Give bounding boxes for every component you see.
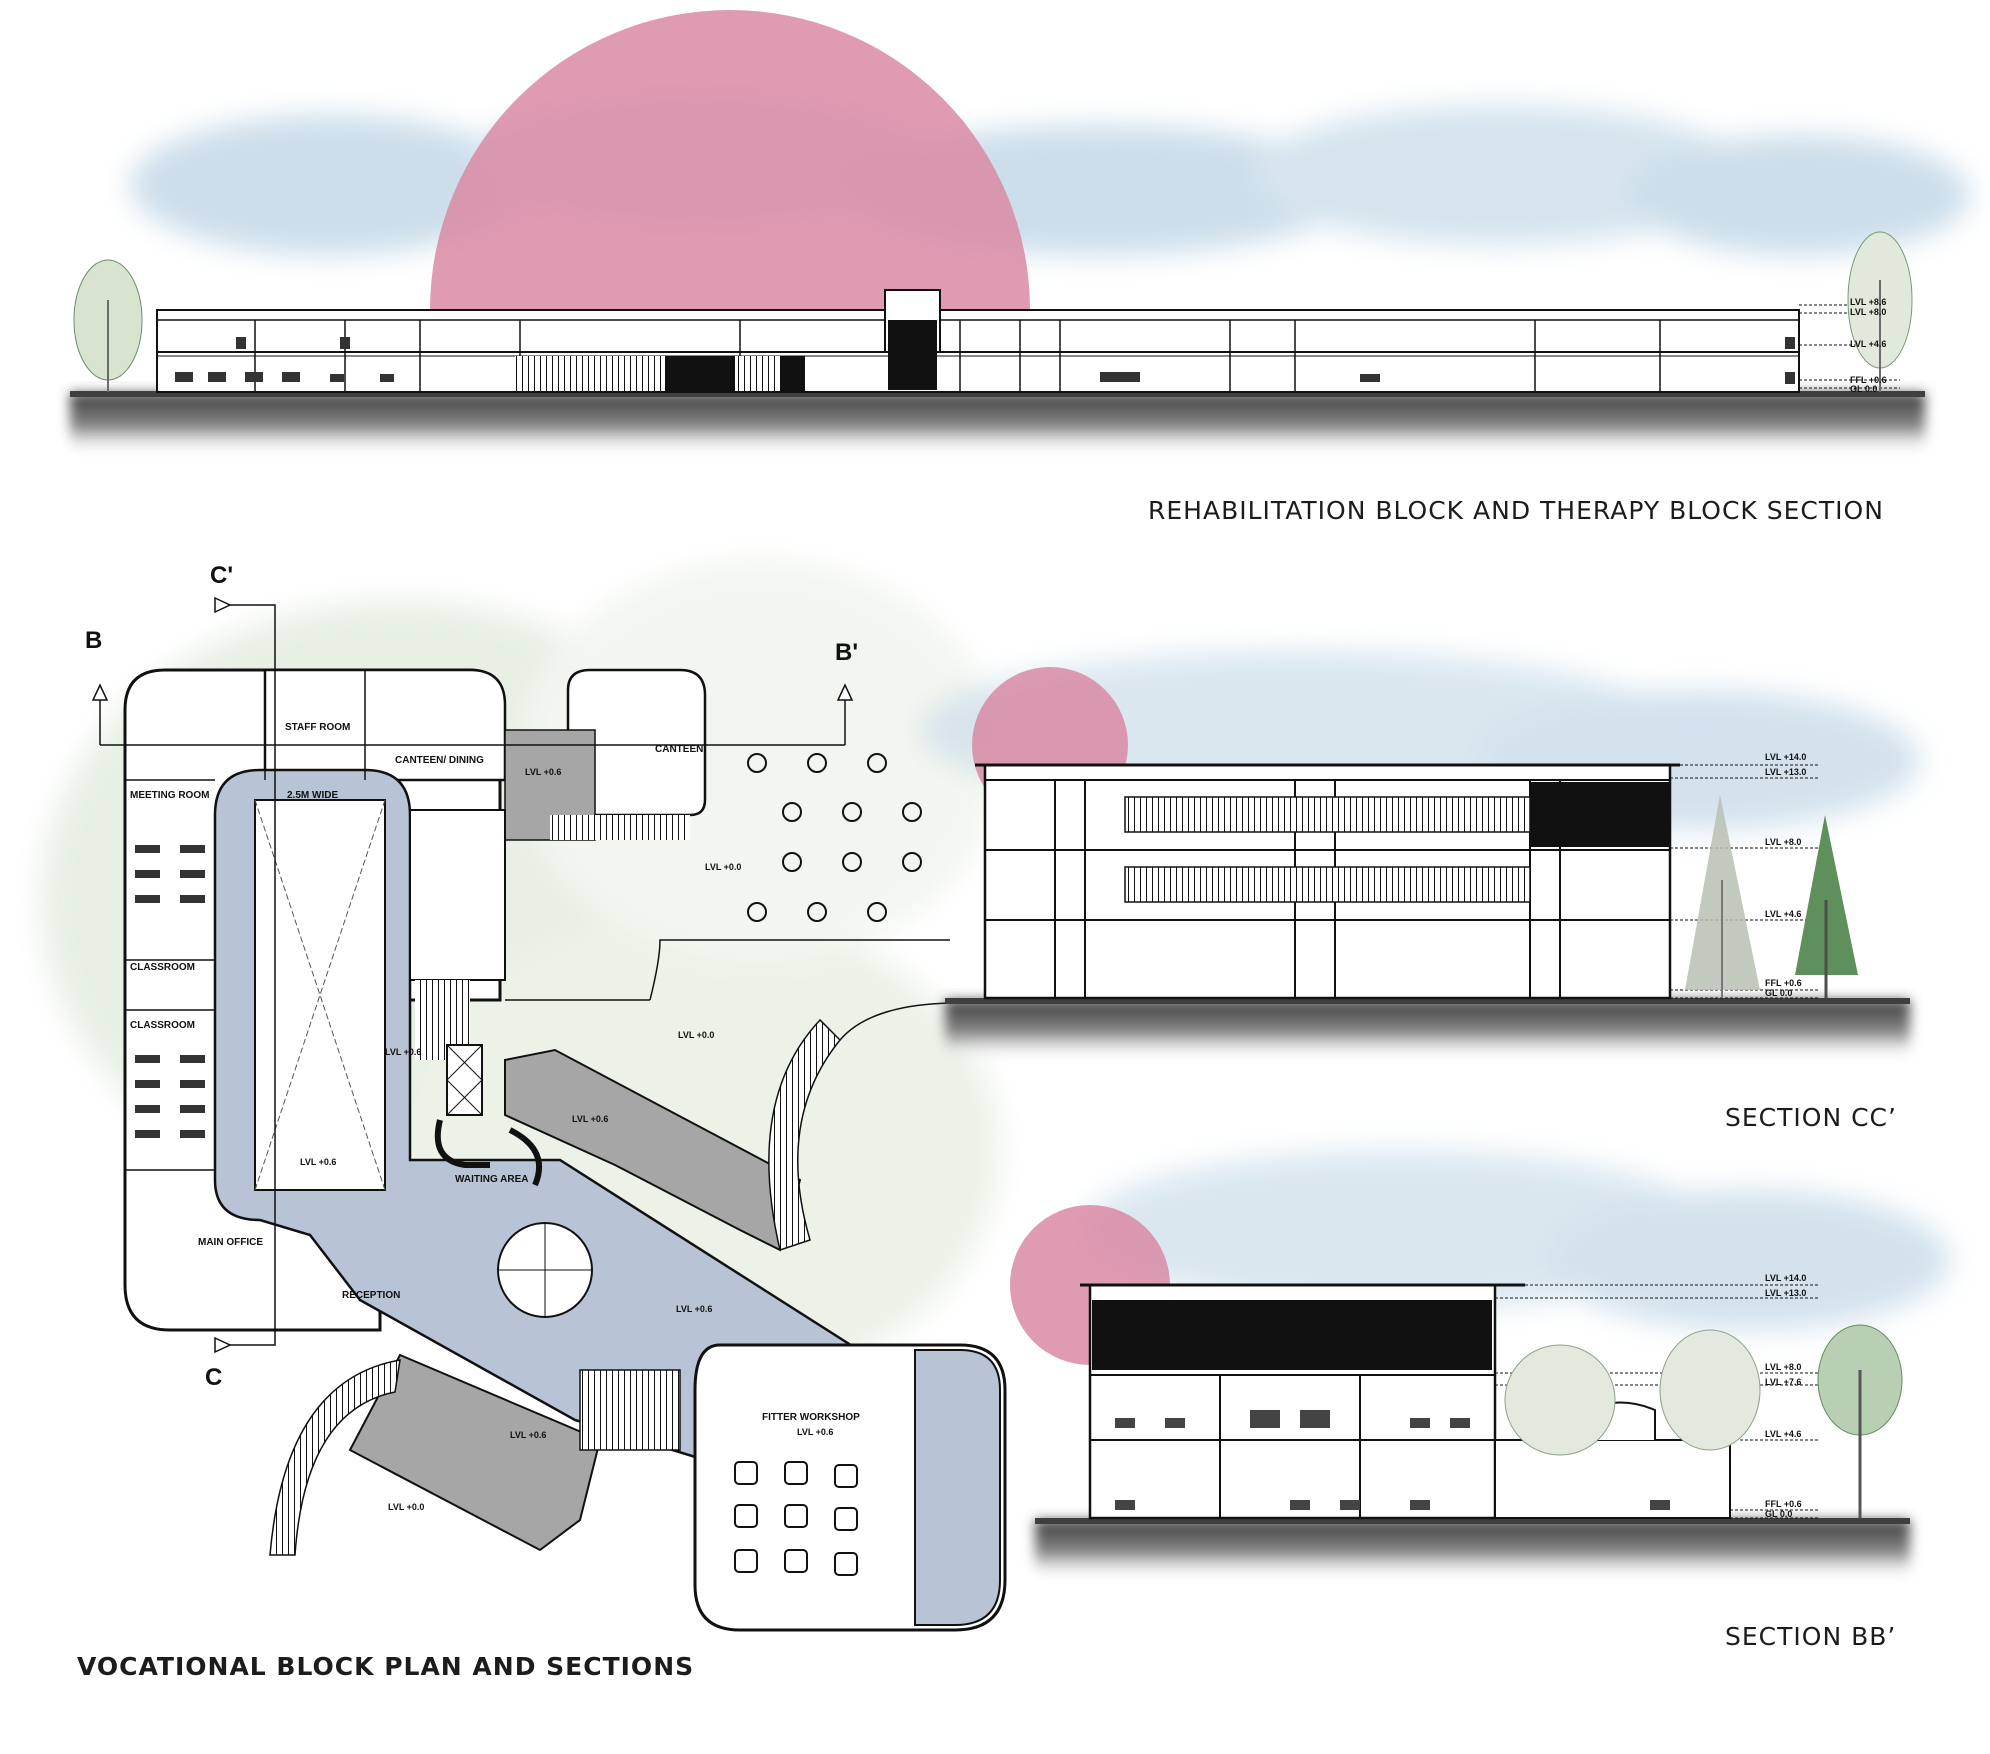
top-level-3: LVL +4.6 (1850, 339, 1886, 349)
vocational-block-plan (40, 560, 1007, 1632)
top-level-5: GL 0.0 (1850, 384, 1877, 394)
outdoor-tables (747, 753, 922, 922)
room-corridor: 2.5M WIDE (287, 790, 338, 801)
room-classroom-2: CLASSROOM (130, 1020, 195, 1031)
top-level-4: FFL +0.6 (1850, 375, 1887, 385)
plan-level-ramp: LVL +0.6 (572, 1114, 608, 1124)
plan-level-canteen: LVL +0.6 (525, 767, 561, 777)
room-staff: STAFF ROOM (285, 722, 350, 733)
section-bb-title: SECTION BB’ (1725, 1622, 1897, 1651)
top-section-drawing (70, 10, 1970, 455)
curved-stair-lower (269, 1359, 401, 1556)
cc-level-5: FFL +0.6 (1765, 978, 1802, 988)
plan-level-ground: LVL +0.0 (388, 1502, 424, 1512)
room-meeting: MEETING ROOM (130, 790, 209, 801)
louvers (515, 356, 780, 391)
cc-trees (1685, 795, 1858, 998)
room-classroom-1: CLASSROOM (130, 962, 195, 973)
bb-trees (1504, 1324, 1903, 1518)
cc-level-4: LVL +4.6 (1765, 909, 1801, 919)
top-level-2: LVL +8.0 (1850, 307, 1886, 317)
section-bb-drawing (1010, 1150, 1950, 1580)
room-main-office: MAIN OFFICE (198, 1237, 263, 1248)
section-cc-drawing (920, 650, 1920, 1060)
cc-level-3: LVL +8.0 (1765, 837, 1801, 847)
plan-level-lower-ramp: LVL +0.6 (510, 1430, 546, 1440)
marker-c-prime: C' (210, 562, 233, 589)
bb-level-6: FFL +0.6 (1765, 1499, 1802, 1509)
cc-level-6: GL 0.0 (1765, 988, 1792, 998)
room-fitter: FITTER WORKSHOP (762, 1412, 860, 1423)
cc-level-1: LVL +14.0 (1765, 752, 1806, 762)
bb-level-3: LVL +8.0 (1765, 1362, 1801, 1372)
tree-left (73, 259, 143, 392)
room-canteen-dining: CANTEEN/ DINING (395, 755, 484, 766)
room-reception: RECEPTION (342, 1290, 400, 1301)
bb-level-7: GL 0.0 (1765, 1509, 1792, 1519)
marker-b-prime: B' (835, 639, 858, 666)
plan-level-dining: LVL +0.0 (705, 862, 741, 872)
plan-level-outer: LVL +0.0 (678, 1030, 714, 1040)
sky-wash (130, 95, 1970, 255)
sun-disc (430, 10, 1030, 310)
curved-stair-upper (768, 1018, 842, 1251)
plan-level-hall: LVL +0.6 (676, 1304, 712, 1314)
section-cc-title: SECTION CC’ (1725, 1103, 1897, 1132)
tree-right (1847, 231, 1913, 392)
top-section-title: REHABILITATION BLOCK AND THERAPY BLOCK S… (1148, 496, 1884, 525)
top-level-1: LVL +8.6 (1850, 297, 1886, 307)
plan-title: VOCATIONAL BLOCK PLAN AND SECTIONS (77, 1652, 695, 1681)
marker-c: C (205, 1364, 222, 1391)
upper-ramp (504, 1048, 802, 1252)
room-canteen: CANTEEN (655, 744, 703, 755)
plan-level-fitter: LVL +0.6 (797, 1427, 833, 1437)
marker-b: B (85, 627, 102, 654)
bb-level-1: LVL +14.0 (1765, 1273, 1806, 1283)
bb-level-5: LVL +4.6 (1765, 1429, 1801, 1439)
plan-level-court: LVL +0.6 (300, 1157, 336, 1167)
ground-band (70, 393, 1925, 455)
bb-level-2: LVL +13.0 (1765, 1288, 1806, 1298)
bb-level-4: LVL +7.6 (1765, 1377, 1801, 1387)
plan-level-stair: LVL +0.6 (385, 1047, 421, 1057)
lower-ramp (348, 1353, 602, 1552)
room-waiting: WAITING AREA (455, 1174, 529, 1185)
cc-level-2: LVL +13.0 (1765, 767, 1806, 777)
